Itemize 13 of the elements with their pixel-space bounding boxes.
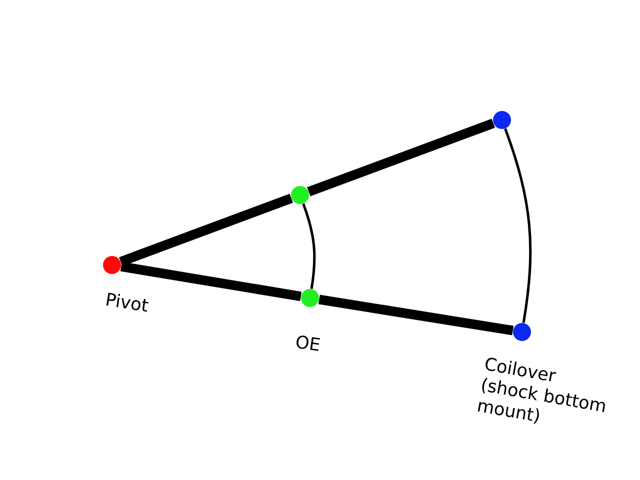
arc — [504, 128, 532, 324]
point-label: Coilover (shock bottom mount) — [478, 358, 605, 424]
line — [120, 262, 302, 302]
dot — [103, 256, 121, 274]
dot — [493, 111, 511, 129]
dot — [291, 186, 309, 204]
line — [307, 118, 495, 196]
dot — [513, 323, 531, 341]
dot — [301, 289, 319, 307]
point-label: OE — [296, 336, 320, 351]
line — [318, 294, 514, 336]
point-label: Pivot — [106, 292, 148, 312]
arc — [302, 203, 316, 290]
